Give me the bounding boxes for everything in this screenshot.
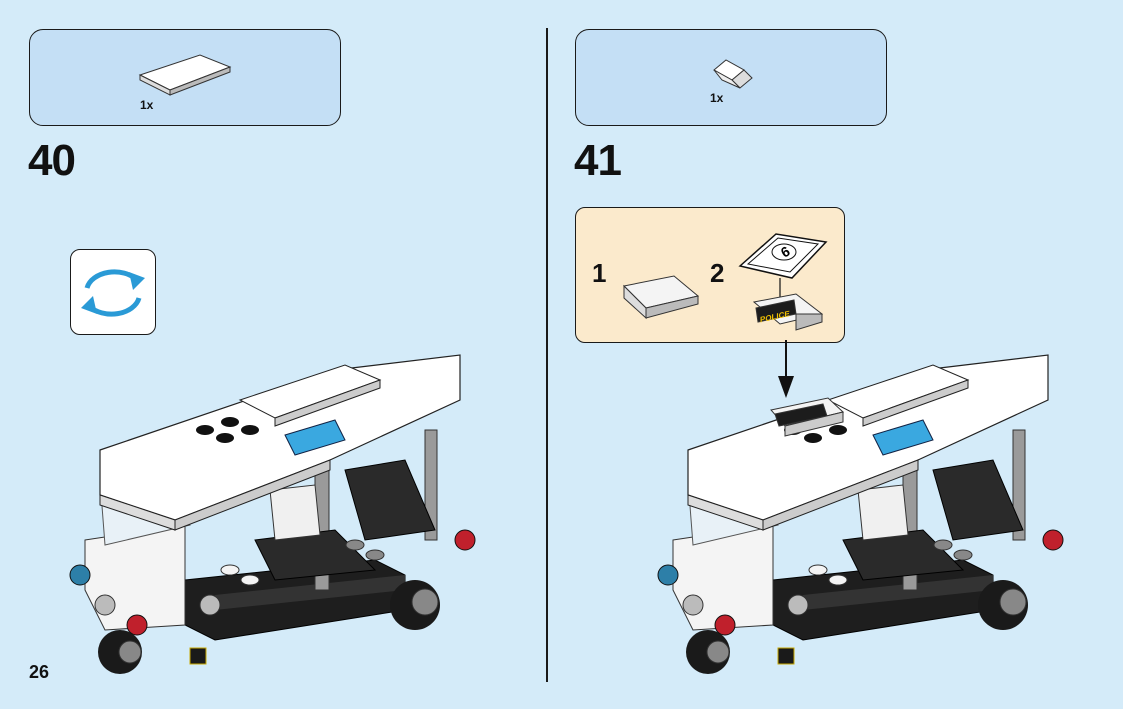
parts-box-step-40: 1x (29, 29, 341, 126)
slope-brick-icon (616, 268, 706, 328)
sub-step-number-1: 1 (592, 258, 606, 289)
police-sticker-slope-icon: 9 POLICE (734, 222, 844, 342)
sub-step-number-2: 2 (710, 258, 724, 289)
rotate-model-icon (71, 250, 155, 334)
part-quantity: 1x (710, 91, 723, 105)
step-number-41: 41 (574, 136, 621, 186)
tile-2x4-white-icon (130, 35, 250, 105)
vehicle-illustration-step-41 (663, 330, 1063, 690)
page-number: 26 (29, 662, 49, 683)
sub-assembly-callout: 1 2 9 POLICE (575, 207, 845, 343)
step-divider (546, 28, 548, 682)
parts-box-step-41: 1x (575, 29, 887, 126)
part-quantity: 1x (140, 98, 153, 112)
step-number-40: 40 (28, 136, 75, 186)
slope-1x2-white-icon (706, 52, 766, 92)
vehicle-illustration-step-40 (75, 330, 475, 690)
rotate-model-callout (70, 249, 156, 335)
